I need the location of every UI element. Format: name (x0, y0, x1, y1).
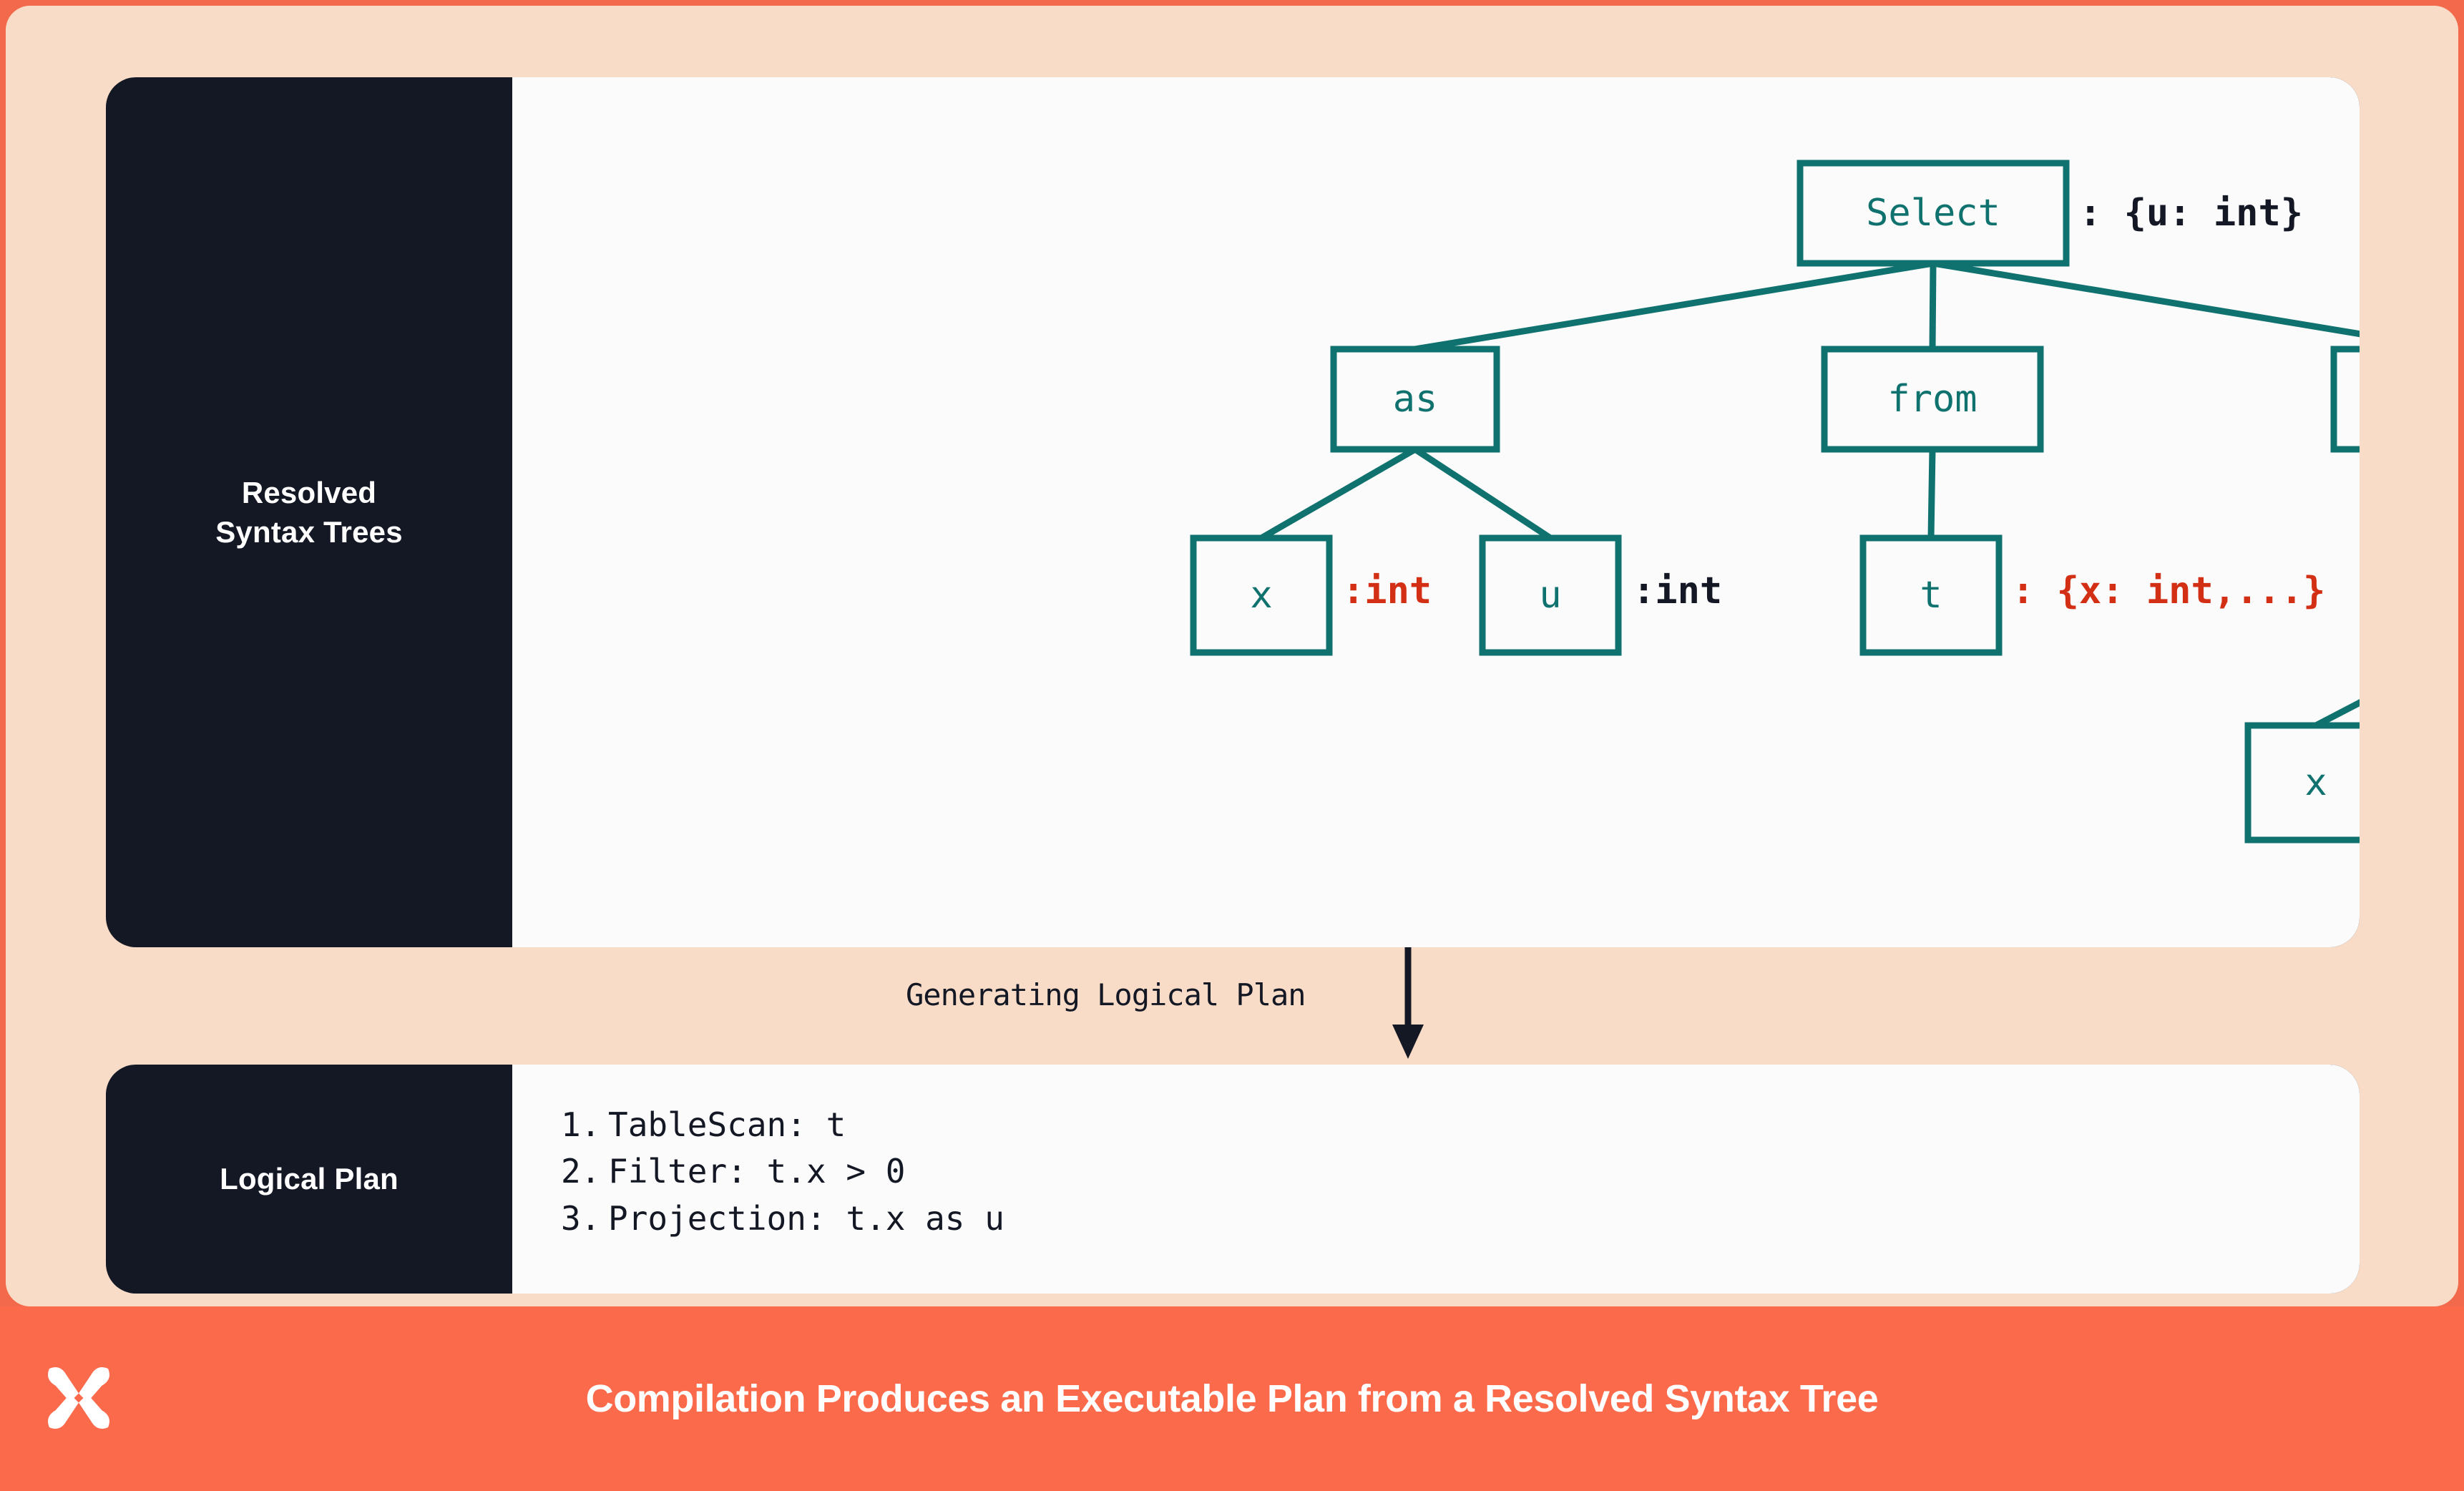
rst-label-line1: Resolved (241, 475, 377, 509)
tree-node-x2[interactable]: x:int (2244, 722, 2360, 844)
tree-edge (1932, 260, 2360, 338)
tree-node-label: Select (1866, 192, 2000, 235)
logical-plan-step: 2.Filter: t.x > 0 (561, 1148, 1004, 1195)
tree-node-box (1821, 346, 2044, 453)
logical-plan-step-number: 1. (561, 1105, 601, 1144)
tree-node-as[interactable]: as (1330, 346, 1500, 453)
syntax-tree-svg: Select: {u: int}asfromwherex:intu:intt: … (1190, 160, 2360, 844)
logical-plan-step-text: TableScan: t (608, 1105, 846, 1144)
tree-node-box (1796, 160, 2070, 267)
footer-banner: Compilation Produces an Executable Plan … (0, 1306, 2464, 1491)
logical-plan-step-text: Filter: t.x > 0 (608, 1152, 906, 1191)
tree-node-label: x (2304, 761, 2327, 804)
tree-edge (2314, 699, 2360, 728)
tree-edge (1413, 446, 1553, 541)
tree-edge (1259, 446, 1417, 541)
rst-label-line2: Syntax Trees (215, 515, 403, 549)
tree-node-label: from (1887, 378, 1977, 421)
tree-node-type-annotation: : {x: int,...} (2012, 569, 2325, 612)
tree-node-u1[interactable]: u :int (1479, 534, 1722, 656)
resolved-syntax-trees-label: Resolved Syntax Trees (106, 77, 512, 947)
footer-title: Compilation Produces an Executable Plan … (585, 1377, 1879, 1420)
tree-node-type-annotation: :int (1633, 569, 1722, 612)
tree-node-box (2244, 722, 2360, 844)
tree-node-type-annotation: : {u: int} (2079, 192, 2303, 235)
tree-node-from[interactable]: from (1821, 346, 2044, 453)
tree-edges (1259, 260, 2360, 728)
tree-node-select[interactable]: Select : {u: int} (1796, 160, 2303, 267)
logical-plan-step-number: 2. (561, 1152, 601, 1191)
tree-node-label: u (1539, 574, 1561, 617)
tree-node-x1[interactable]: x :int (1190, 534, 1432, 656)
tree-node-label: as (1393, 378, 1438, 421)
logical-plan-step: 1.TableScan: t (561, 1102, 1004, 1148)
tree-edge (1927, 449, 1936, 539)
logical-plan-step-text: Projection: t.x as u (608, 1198, 1004, 1238)
tree-node-type-annotation: :int (1342, 569, 1432, 612)
butterfly-x-logo-icon (48, 1367, 109, 1429)
resolved-syntax-trees-card: Resolved Syntax Trees Select : {u: int} as… (106, 77, 2360, 947)
logical-plan-step-number: 3. (561, 1198, 601, 1238)
tree-node-t[interactable]: t : {x: int,...} (1859, 534, 2325, 656)
tree-node-box (1859, 534, 2003, 656)
tree-node-label: t (1920, 574, 1942, 617)
tree-node-box (1190, 534, 1333, 656)
tree-node-box (2330, 346, 2360, 453)
transition-arrow-icon (1392, 947, 1424, 1059)
tree-edge (1929, 263, 1937, 350)
stage-panel: Resolved Syntax Trees Select : {u: int} as… (6, 6, 2458, 1306)
tree-node-box (1479, 534, 1622, 656)
tree-node-label: x (1250, 574, 1272, 617)
tree-edge (1414, 260, 1934, 353)
tree-node-where[interactable]: where (2330, 346, 2360, 453)
transition-caption: Generating Logical Plan (906, 977, 1306, 1012)
tree-node-box (1330, 346, 1500, 453)
logical-plan-step: 3.Projection: t.x as u (561, 1196, 1004, 1242)
syntax-tree-panel: Select: {u: int}asfromwherex:intu:intt: … (512, 77, 2360, 947)
logical-plan-label: Logical Plan (220, 1162, 399, 1196)
